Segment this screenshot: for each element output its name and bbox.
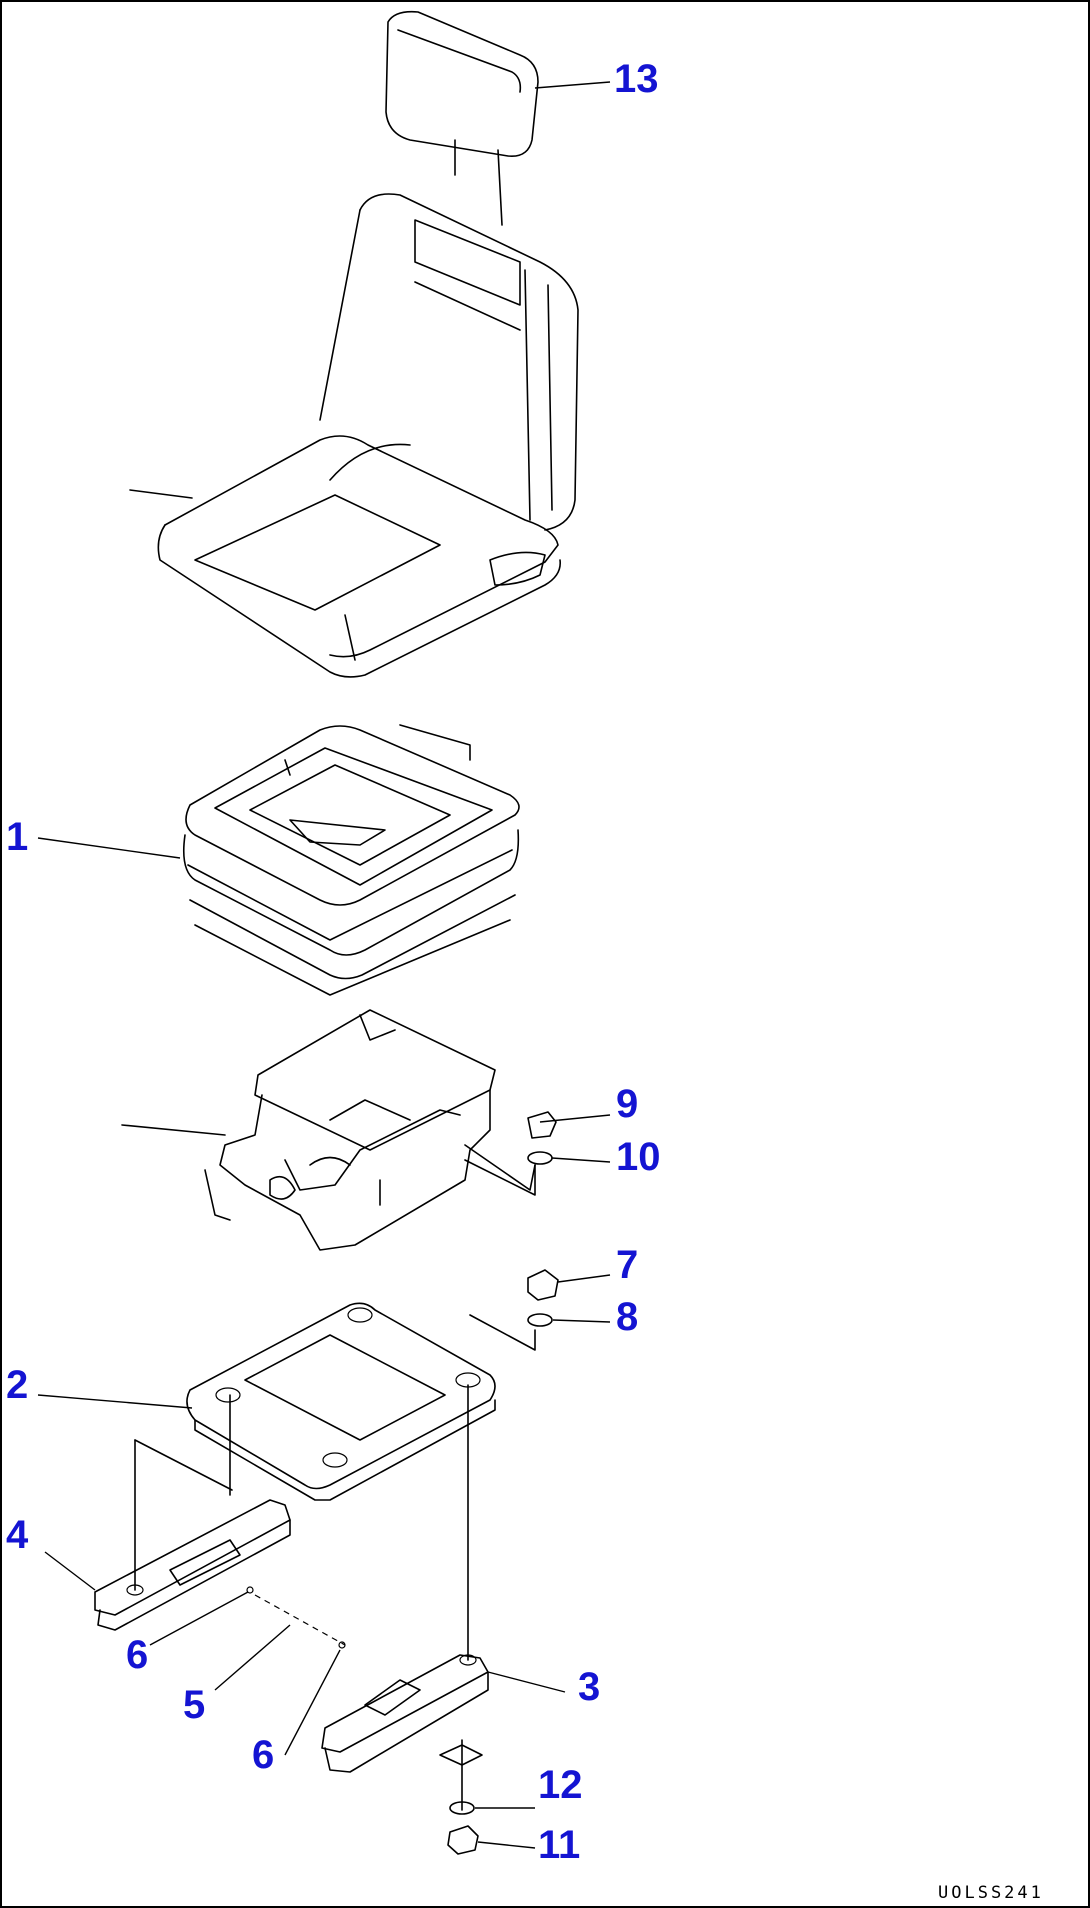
fasteners-lower-drawing — [439, 1739, 483, 1855]
callout-labels: 13 1 9 10 7 8 2 4 6 5 6 3 12 11 — [6, 57, 661, 1867]
mounting-plate-drawing — [186, 1302, 496, 1501]
leader-lines — [37, 81, 611, 1849]
headrest-drawing — [385, 10, 539, 226]
callout-10: 10 — [616, 1135, 661, 1179]
callout-4: 4 — [6, 1513, 29, 1557]
callout-8: 8 — [616, 1295, 638, 1339]
callout-5: 5 — [183, 1683, 205, 1727]
drawing-id: UOLSS241 — [938, 1883, 1044, 1903]
callout-2: 2 — [6, 1363, 28, 1407]
callout-3: 3 — [578, 1665, 600, 1709]
slide-rail-right-drawing — [321, 1384, 489, 1773]
callout-12: 12 — [538, 1763, 583, 1807]
fasteners-upper-drawing — [464, 1111, 559, 1351]
seat-assembly-drawing — [129, 193, 579, 678]
bellows-cover-drawing — [182, 724, 520, 996]
link-rod-drawing — [246, 1586, 346, 1649]
callout-6-right: 6 — [252, 1733, 274, 1777]
callout-6-left: 6 — [126, 1633, 148, 1677]
callout-7: 7 — [616, 1243, 638, 1287]
callout-1: 1 — [6, 815, 28, 859]
suspension-unit-drawing — [121, 1009, 536, 1251]
callout-9: 9 — [616, 1082, 638, 1126]
callout-13: 13 — [614, 57, 659, 101]
callout-11: 11 — [538, 1823, 580, 1867]
slide-rail-left-drawing — [94, 1439, 291, 1631]
